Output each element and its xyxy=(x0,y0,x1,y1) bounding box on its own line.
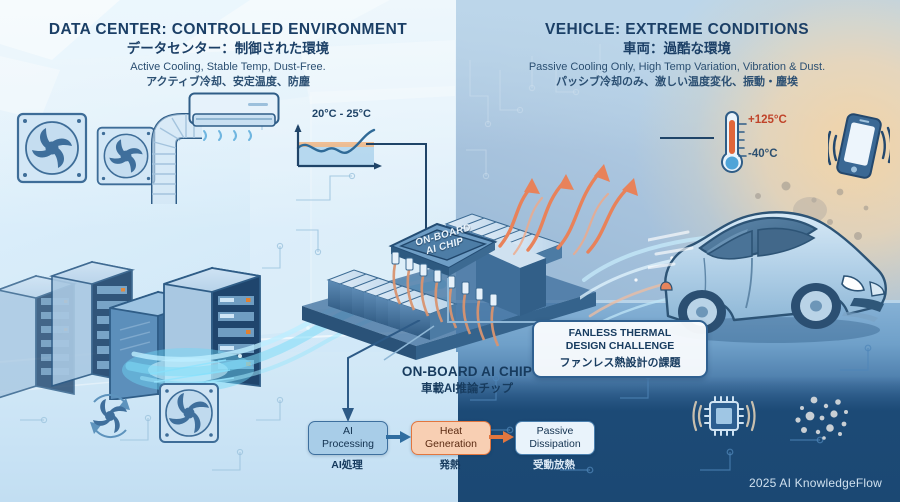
callout-line1: FANLESS THERMAL xyxy=(568,327,672,339)
right-subtitle-en: Passive Cooling Only, High Temp Variatio… xyxy=(528,60,826,73)
chip-to-flow-connector xyxy=(342,320,435,422)
chart-to-chip-connector xyxy=(366,143,427,232)
flow1-line1: AI xyxy=(343,425,353,438)
flow-caption-ai-processing: AI処理 xyxy=(331,459,363,471)
footer-credit: 2025 AI KnowledgeFlow xyxy=(749,476,882,490)
right-subtitle-jp: パッシブ冷却のみ、激しい温度変化、振動・塵埃 xyxy=(556,76,798,89)
right-title-jp: 車両：過酷な環境 xyxy=(623,41,731,57)
wall-fan-icon xyxy=(16,112,88,184)
heatsink-icon xyxy=(302,213,596,360)
left-title-jp: データセンター：制御された環境 xyxy=(126,41,330,57)
flow3-line2: Dissipation xyxy=(529,438,581,450)
flow3-line1: Passive xyxy=(536,425,574,438)
chip-label: ON-BOARD AI CHIP 車載AI推論チップ xyxy=(372,364,562,396)
chip-label-en: ON-BOARD AI CHIP xyxy=(401,364,533,379)
vibrating-device-icon xyxy=(828,113,890,179)
callout-line-jp: ファンレス熱設計の課題 xyxy=(559,356,681,369)
heat-arrow-icon xyxy=(498,164,638,256)
fan-unit-icon xyxy=(159,383,219,443)
right-header: VEHICLE: EXTREME CONDITIONS 車両：過酷な環境 Pas… xyxy=(462,20,892,91)
flow-step-passive-dissipation[interactable]: Passive Dissipation xyxy=(515,421,595,455)
temp-low-label: -40°C xyxy=(748,148,778,160)
chip-pins xyxy=(391,252,500,347)
thermometer-icon xyxy=(721,111,747,173)
left-subtitle-en: Active Cooling, Stable Temp, Dust-Free. xyxy=(130,60,326,73)
flow2-line1: Heat xyxy=(439,425,463,438)
left-title-en: DATA CENTER: CONTROLLED ENVIRONMENT xyxy=(48,21,408,38)
flow-arrow-1 xyxy=(386,431,411,443)
ai-chip-body xyxy=(388,222,498,276)
fanless-callout: FANLESS THERMAL DESIGN CHALLENGE ファンレス熱設… xyxy=(532,320,708,378)
fan-rotation-icon xyxy=(90,393,130,439)
temperature-range-label: 20°C - 25°C xyxy=(312,108,371,120)
flow-arrow-2 xyxy=(489,431,514,443)
temperature-line-chart xyxy=(294,124,382,170)
air-conditioner-icon xyxy=(188,92,280,141)
flow2-line2: Generation xyxy=(425,438,477,450)
flow1-line2: Processing xyxy=(322,438,374,450)
wall-fan-icon xyxy=(96,126,156,186)
flow-step-ai-processing[interactable]: AI Processing xyxy=(308,421,388,455)
left-subtitle-jp: アクティブ冷却、安定温度、防塵 xyxy=(146,76,310,89)
vibration-chip-icon xyxy=(692,396,756,436)
left-header: DATA CENTER: CONTROLLED ENVIRONMENT データセ… xyxy=(18,20,438,91)
temperature-chart-callout: 20°C - 25°C xyxy=(288,108,384,172)
temp-high-label: +125°C xyxy=(748,114,787,126)
chip-label-jp: 車載AI推論チップ xyxy=(421,383,513,395)
flow-caption-heat-generation: 発熱 xyxy=(439,459,461,471)
callout-line2: DESIGN CHALLENGE xyxy=(565,339,675,352)
dust-cloud-icon xyxy=(795,396,848,440)
flow-caption-passive-dissipation: 受動放熱 xyxy=(533,459,575,471)
air-duct-icon xyxy=(151,113,202,204)
flow-step-heat-generation[interactable]: Heat Generation xyxy=(411,421,491,455)
ai-chip: ON-BOARD AI CHIP xyxy=(383,198,503,288)
server-rack-icon xyxy=(0,260,261,400)
thermometer-connector xyxy=(660,137,714,139)
car-icon xyxy=(648,211,887,343)
thermometer-callout: +125°C -40°C xyxy=(712,108,822,180)
callout-leader-line xyxy=(447,278,538,323)
right-title-en: VEHICLE: EXTREME CONDITIONS xyxy=(545,21,809,38)
